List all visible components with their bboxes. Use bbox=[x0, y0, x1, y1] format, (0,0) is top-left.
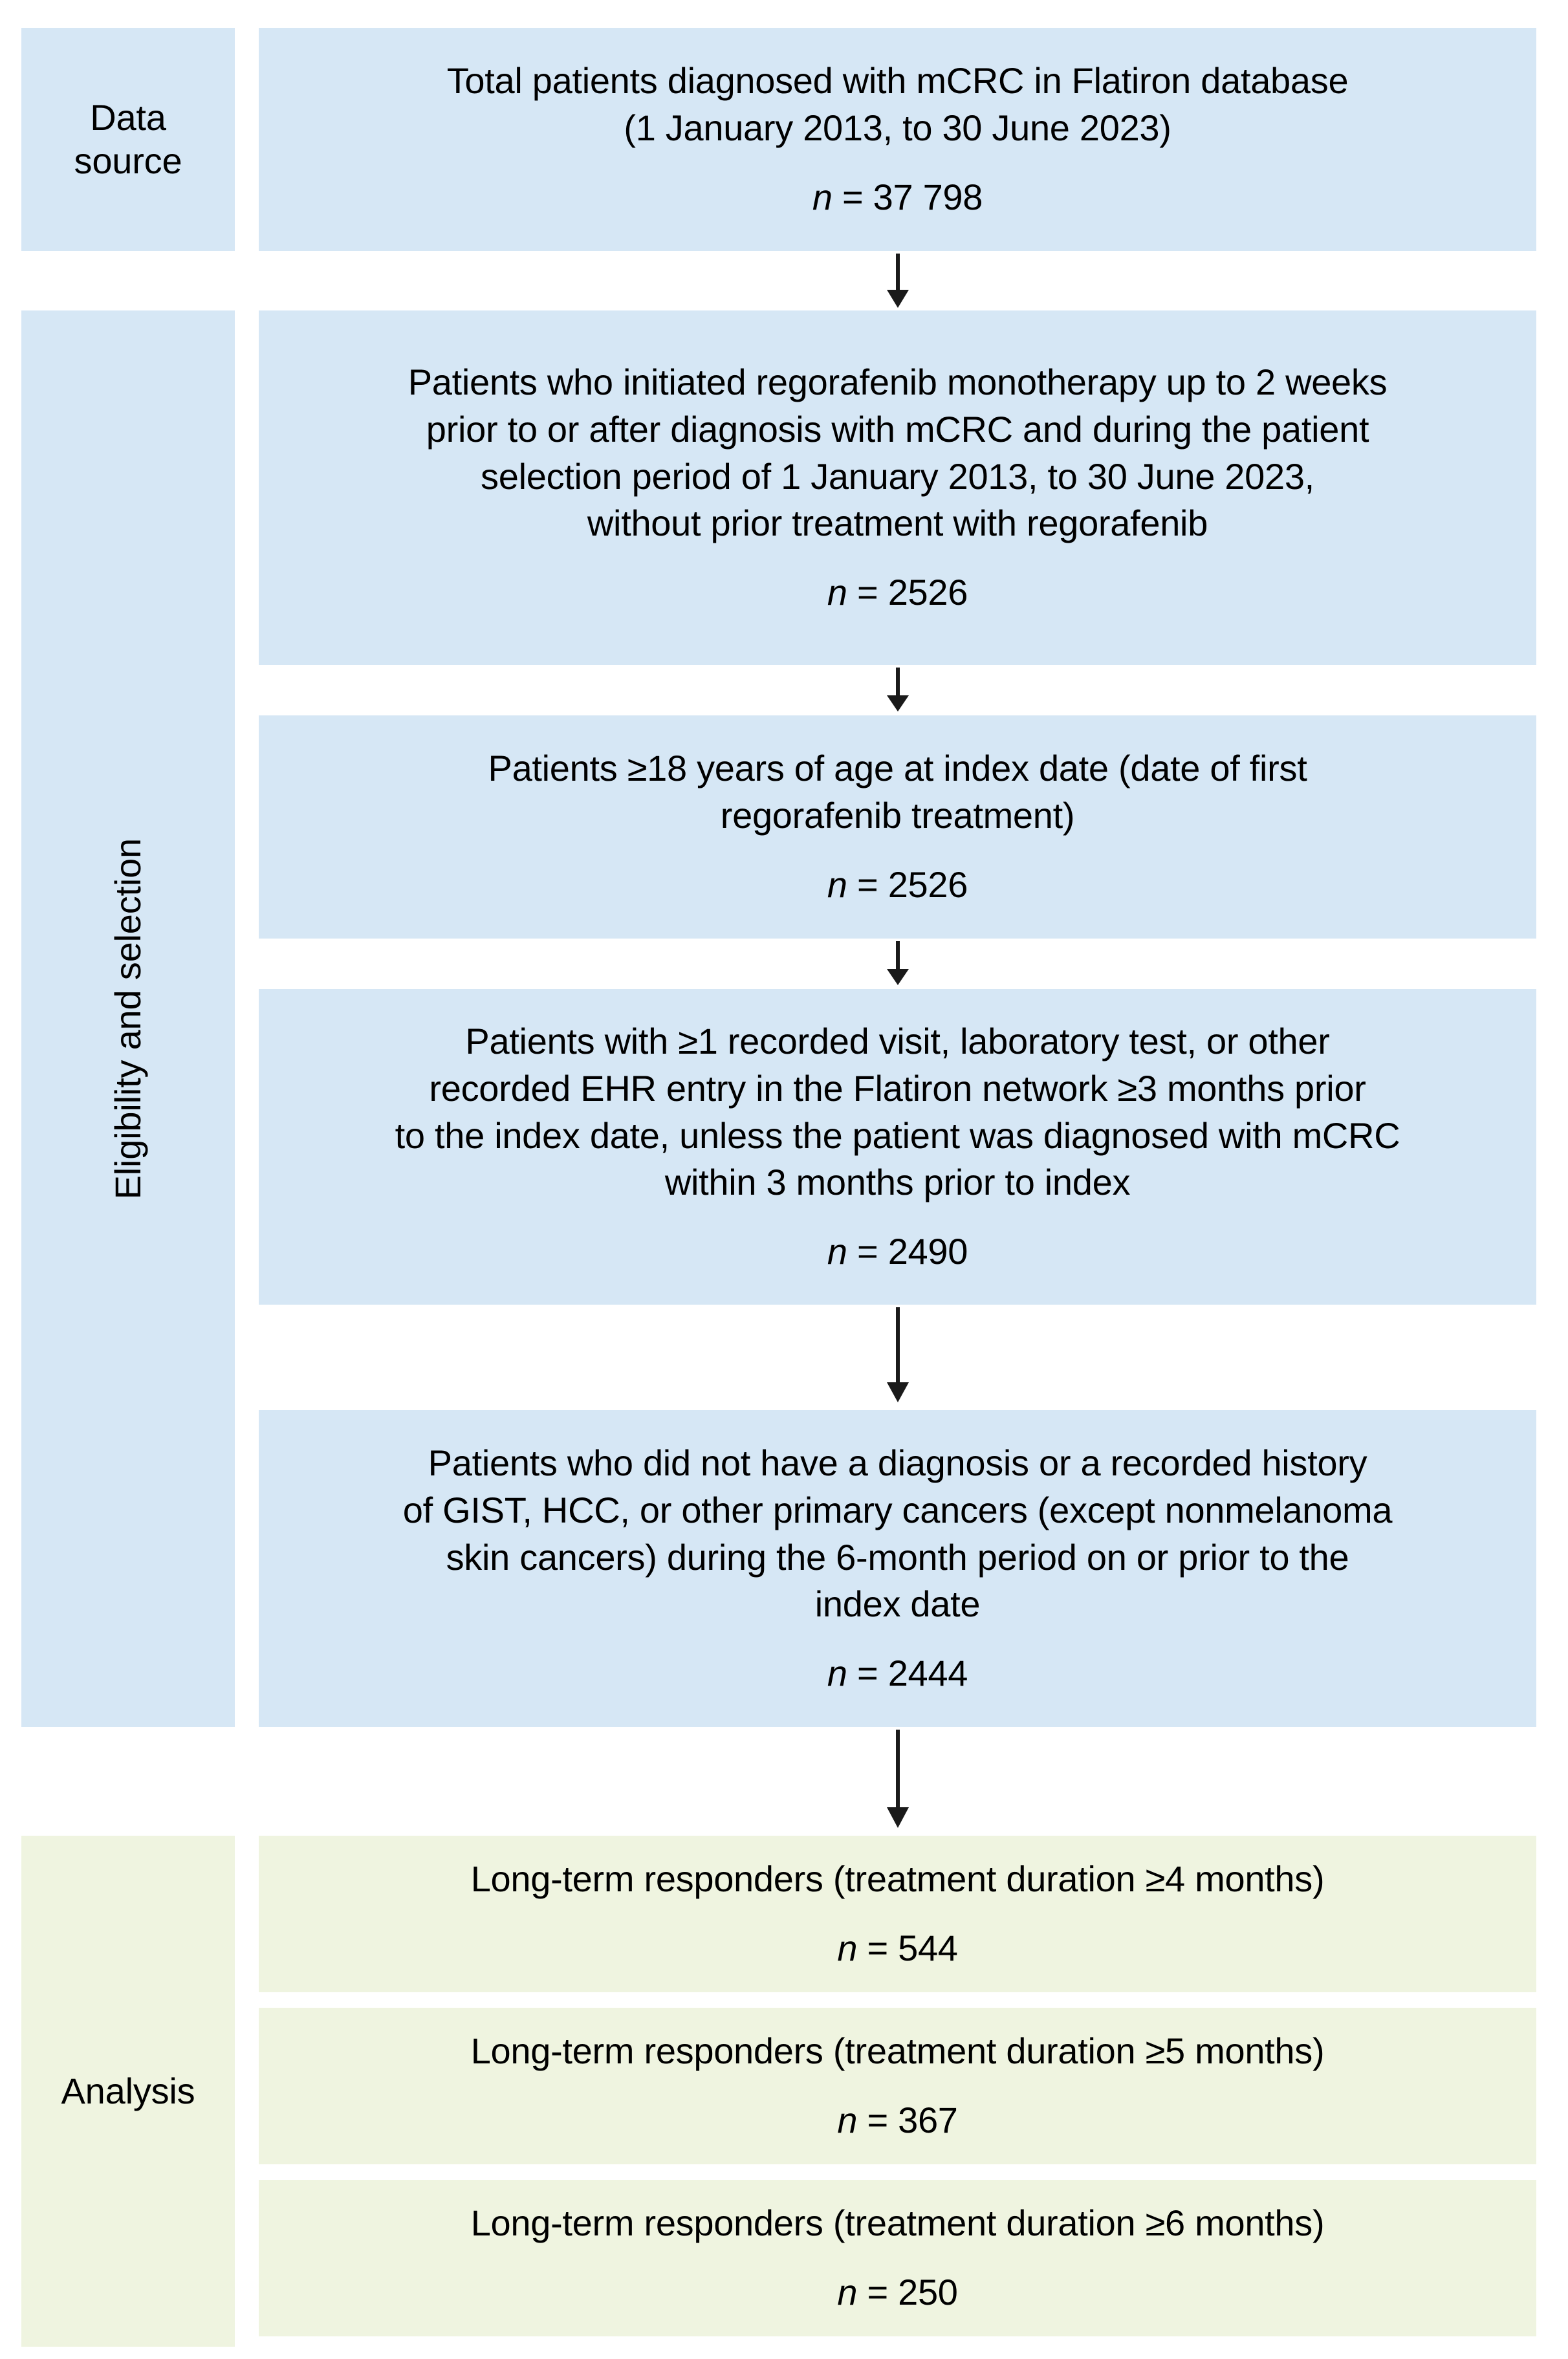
n-symbol: n bbox=[837, 2100, 858, 2140]
flow-box-text: Patients who initiated regorafenib monot… bbox=[408, 362, 1388, 544]
category-band-data-source: Data source bbox=[21, 28, 235, 251]
flow-box-text: Patients who did not have a diagnosis or… bbox=[402, 1442, 1393, 1625]
n-value: 544 bbox=[898, 1928, 958, 1968]
n-equals: = bbox=[857, 2272, 898, 2312]
category-band-analysis: Analysis bbox=[21, 1836, 235, 2347]
n-value: 2444 bbox=[887, 1653, 968, 1694]
category-label-data-source: Data source bbox=[74, 97, 182, 181]
category-band-eligibility-and-selection: Eligibility and selection bbox=[21, 310, 235, 1727]
flow-box-ltr-6-months: Long-term responders (treatment duration… bbox=[259, 2180, 1536, 2336]
n-symbol: n bbox=[827, 864, 847, 905]
n-symbol: n bbox=[837, 1928, 858, 1968]
n-equals: = bbox=[857, 1928, 898, 1968]
flow-box-count: n = 367 bbox=[837, 2097, 958, 2144]
flow-box-ehr-activity: Patients with ≥1 recorded visit, laborat… bbox=[259, 989, 1536, 1305]
n-equals: = bbox=[847, 1231, 888, 1272]
flow-box-count: n = 2526 bbox=[827, 862, 968, 909]
flow-box-count: n = 2526 bbox=[827, 569, 968, 616]
n-symbol: n bbox=[827, 1653, 847, 1694]
arrow-down-icon bbox=[880, 1730, 916, 1830]
flow-box-count: n = 2444 bbox=[827, 1650, 968, 1697]
flow-box-text: Patients ≥18 years of age at index date … bbox=[488, 748, 1307, 836]
n-value: 2490 bbox=[887, 1231, 968, 1272]
flow-box-ltr-5-months: Long-term responders (treatment duration… bbox=[259, 2008, 1536, 2164]
n-equals: = bbox=[847, 864, 888, 905]
arrow-down-icon bbox=[880, 1307, 916, 1404]
n-equals: = bbox=[857, 2100, 898, 2140]
n-symbol: n bbox=[837, 2272, 858, 2312]
category-label-eligibility-and-selection: Eligibility and selection bbox=[107, 838, 148, 1200]
n-value: 2526 bbox=[887, 864, 968, 905]
flow-box-initiated-regorafenib: Patients who initiated regorafenib monot… bbox=[259, 310, 1536, 665]
flow-box-count: n = 250 bbox=[837, 2269, 958, 2316]
flow-box-no-other-primary-cancers: Patients who did not have a diagnosis or… bbox=[259, 1410, 1536, 1727]
arrow-down-icon bbox=[880, 668, 916, 713]
n-symbol: n bbox=[827, 1231, 847, 1272]
n-symbol: n bbox=[827, 572, 847, 613]
arrow-down-icon bbox=[880, 941, 916, 986]
flow-box-count: n = 544 bbox=[837, 1925, 958, 1972]
arrow-down-icon bbox=[880, 254, 916, 309]
n-value: 250 bbox=[898, 2272, 958, 2312]
flow-box-count: n = 37 798 bbox=[812, 174, 983, 221]
flow-box-count: n = 2490 bbox=[827, 1228, 968, 1276]
flow-box-text: Patients with ≥1 recorded visit, laborat… bbox=[395, 1021, 1400, 1203]
flow-box-text: Long-term responders (treatment duration… bbox=[470, 2030, 1325, 2072]
category-label-analysis: Analysis bbox=[61, 2070, 195, 2111]
n-value: 2526 bbox=[887, 572, 968, 613]
n-value: 367 bbox=[898, 2100, 958, 2140]
flow-box-text: Long-term responders (treatment duration… bbox=[470, 1858, 1325, 1900]
flow-box-text: Total patients diagnosed with mCRC in Fl… bbox=[446, 60, 1349, 149]
n-symbol: n bbox=[812, 176, 833, 217]
n-equals: = bbox=[847, 1653, 888, 1694]
flow-box-total-patients: Total patients diagnosed with mCRC in Fl… bbox=[259, 28, 1536, 251]
flow-box-age-18-or-older: Patients ≥18 years of age at index date … bbox=[259, 715, 1536, 939]
flow-box-ltr-4-months: Long-term responders (treatment duration… bbox=[259, 1836, 1536, 1992]
n-equals: = bbox=[832, 176, 873, 217]
n-equals: = bbox=[847, 572, 888, 613]
n-value: 37 798 bbox=[873, 176, 983, 217]
flow-box-text: Long-term responders (treatment duration… bbox=[470, 2202, 1325, 2244]
